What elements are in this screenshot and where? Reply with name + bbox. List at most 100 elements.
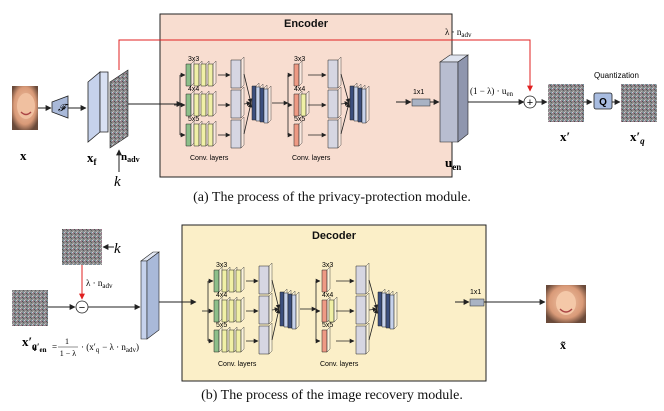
svg-text:u′en: u′en	[32, 342, 47, 354]
yellow-conv-slab	[300, 90, 310, 117]
kernel-label: 4x4	[216, 292, 227, 299]
encoder-title: Encoder	[284, 18, 329, 30]
green-conv-slab	[185, 90, 195, 117]
gray-feature-block-2	[355, 322, 370, 355]
gray-feature-block-2	[355, 292, 370, 325]
green-conv-slab	[185, 120, 195, 147]
salmon-conv-slab	[293, 60, 303, 87]
yellow-conv-slab	[235, 326, 245, 353]
green-conv-slab	[213, 266, 223, 293]
yellow-conv-slab	[235, 296, 245, 323]
input-x-label: x	[20, 148, 27, 163]
yellow-conv-slab	[207, 60, 217, 87]
noise-block	[109, 69, 129, 149]
yellow-conv-slab	[228, 266, 238, 293]
kernel-label-2: 4x4	[294, 86, 305, 93]
kernel-label-2: 3x3	[294, 56, 305, 63]
green-conv-slab	[213, 326, 223, 353]
output-face-image	[546, 285, 586, 323]
concat-slab	[291, 291, 300, 330]
kernel-label: 4x4	[188, 86, 199, 93]
lambda-noise-label: λ · nadv	[445, 27, 472, 39]
conv-layers-label: Conv. layers	[190, 155, 229, 162]
concat-slab	[263, 85, 272, 124]
svg-text:=: =	[52, 342, 57, 352]
transform-f-block: 𝓕	[51, 95, 69, 119]
svg-text:1x1: 1x1	[470, 289, 481, 296]
input-face-image	[12, 86, 38, 130]
noise-skip-line	[118, 39, 533, 92]
feature-xf-label: xf	[87, 150, 98, 167]
xprime-image	[548, 84, 584, 122]
yellow-conv-slab	[207, 90, 217, 117]
yellow-conv-slab	[207, 120, 217, 147]
xq-label: x′q	[630, 129, 645, 146]
uen-block	[439, 54, 469, 143]
key-k-label: k	[114, 174, 121, 190]
feature-block	[87, 71, 109, 143]
decoder-title: Decoder	[312, 230, 357, 242]
gray-feature-block	[258, 292, 273, 325]
svg-text:1x1: 1x1	[413, 89, 424, 96]
salmon-conv-slab	[321, 326, 331, 353]
dec-key-k-label: k	[114, 241, 121, 257]
dec-input-block	[140, 251, 160, 340]
kernel-label: 3x3	[216, 262, 227, 269]
green-conv-slab	[213, 296, 223, 323]
gray-feature-block	[230, 86, 245, 119]
kernel-label-2: 3x3	[322, 262, 333, 269]
kernel-label: 3x3	[188, 56, 199, 63]
svg-text:1 − λ: 1 − λ	[60, 349, 77, 358]
svg-text:−: −	[79, 302, 85, 314]
gray-feature-block-2	[355, 262, 370, 295]
yellow-conv-slab	[235, 266, 245, 293]
gray-feature-block-2	[327, 86, 342, 119]
kernel-label-2: 5x5	[294, 116, 305, 123]
gray-feature-block	[258, 262, 273, 295]
caption-a: (a) The process of the privacy-protectio…	[193, 190, 471, 205]
yellow-conv-slab	[193, 90, 203, 117]
transform-f-label: 𝓕	[58, 103, 69, 114]
conv-layers-label-2: Conv. layers	[292, 155, 331, 162]
gray-feature-block-2	[327, 116, 342, 149]
conv-layers-label-2: Conv. layers	[320, 361, 359, 368]
conv-layers-label: Conv. layers	[218, 361, 257, 368]
kernel-label-2: 5x5	[322, 322, 333, 329]
kernel-label: 5x5	[216, 322, 227, 329]
dec-input-image	[12, 290, 48, 326]
quantization-box: Q	[593, 92, 613, 110]
svg-text:Q: Q	[599, 97, 607, 108]
xprime-label: x′	[560, 129, 570, 144]
caption-b: (b) The process of the image recovery mo…	[201, 388, 463, 403]
minus-circle: −	[75, 300, 89, 314]
concat-slab-2	[389, 291, 398, 330]
dec-lambda-noise-label: λ · nadv	[86, 278, 113, 290]
gray-feature-block	[230, 116, 245, 149]
output-label: x̃	[560, 338, 566, 352]
concat-slab-2	[361, 85, 370, 124]
gray-feature-block-2	[327, 56, 342, 89]
recovery-formula: u′en = 1 1 − λ · (x′q− λ · nadv)	[32, 337, 139, 358]
yellow-conv-slab	[328, 296, 338, 323]
svg-text:· (x′q− λ · nadv): · (x′q− λ · nadv)	[81, 342, 139, 354]
gray-feature-block	[258, 322, 273, 355]
salmon-conv-slab	[321, 266, 331, 293]
svg-text:+: +	[527, 97, 533, 109]
kernel-label: 5x5	[188, 116, 199, 123]
dec-input-label: x′q	[22, 334, 37, 351]
green-conv-slab	[185, 60, 195, 87]
quantization-title: Quantization	[594, 71, 639, 80]
salmon-conv-slab	[293, 120, 303, 147]
plus-circle: +	[523, 95, 537, 109]
noise-nadv-label: nadv	[121, 151, 140, 164]
xq-image	[621, 84, 657, 122]
scale-label: (1 − λ) · uen	[470, 86, 514, 98]
key-noise-image	[62, 229, 102, 265]
kernel-label-2: 4x4	[322, 292, 333, 299]
gray-feature-block	[230, 56, 245, 89]
uen-label: uen	[445, 155, 461, 172]
svg-text:1: 1	[65, 337, 69, 346]
